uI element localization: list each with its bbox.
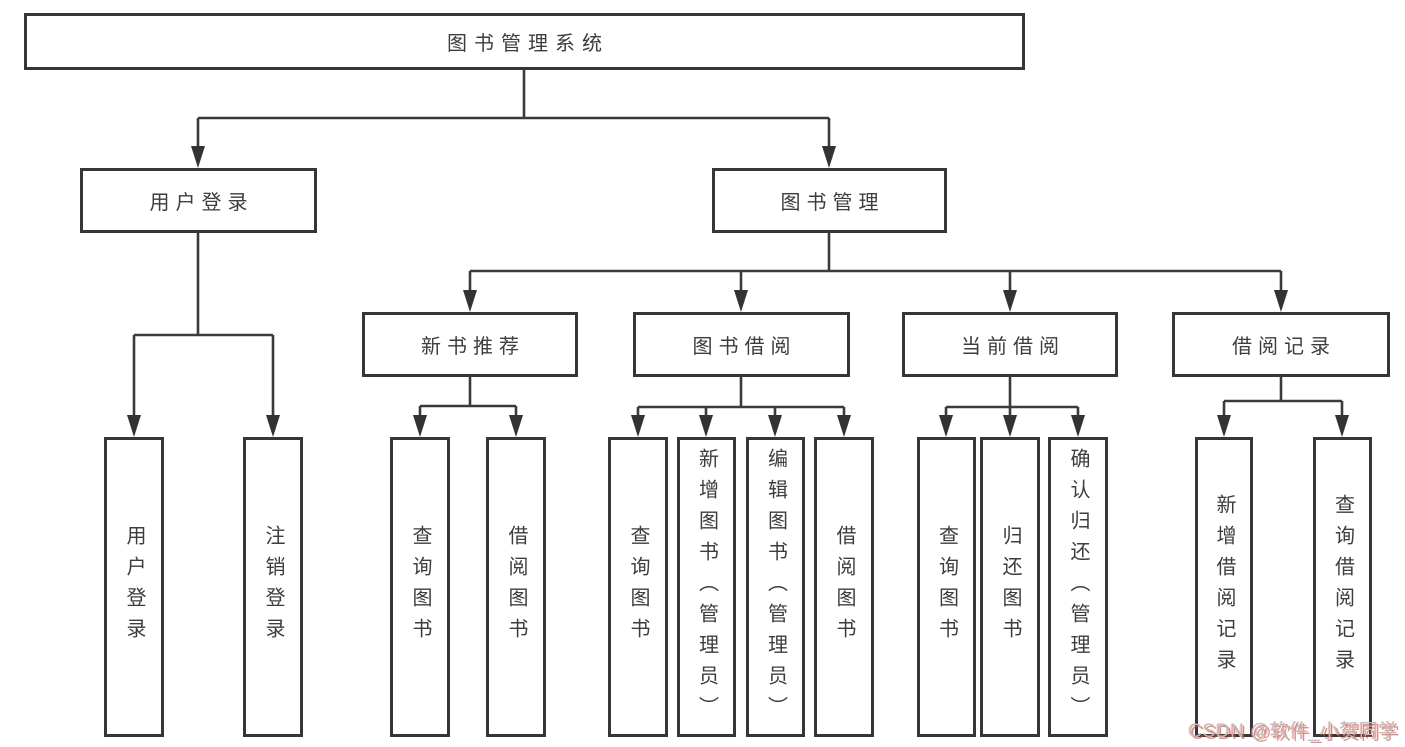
node-label: 用户登录 (123, 525, 145, 649)
node-label: 图书借阅 (692, 336, 797, 358)
node-label: 借阅图书 (833, 525, 855, 649)
node-book-borrowing: 图书借阅 (633, 312, 850, 377)
node-new-book-recommend: 新书推荐 (362, 312, 578, 377)
node-leaf-borrow-books-new: 借阅图书 (486, 437, 546, 737)
node-label: 查询图书 (409, 525, 431, 649)
node-leaf-add-borrow-record: 新增借阅记录 (1195, 437, 1253, 737)
node-label: 确认归还（管理员） (1067, 447, 1089, 727)
node-leaf-borrow-books: 借阅图书 (814, 437, 874, 737)
node-user-login-branch: 用户登录 (80, 168, 317, 233)
node-book-management-branch: 图书管理 (712, 168, 947, 233)
node-label: 图书管理系统 (447, 33, 609, 55)
node-label: 当前借阅 (961, 336, 1065, 358)
node-leaf-user-login: 用户登录 (104, 437, 164, 737)
node-leaf-confirm-return-admin: 确认归还（管理员） (1048, 437, 1108, 737)
node-label: 新增借阅记录 (1213, 494, 1235, 680)
node-label: 借阅图书 (505, 525, 527, 649)
node-label: 新增图书（管理员） (695, 447, 718, 727)
node-leaf-query-borrow-record: 查询借阅记录 (1313, 437, 1372, 737)
node-leaf-edit-books-admin: 编辑图书（管理员） (746, 437, 805, 737)
node-leaf-add-books-admin: 新增图书（管理员） (677, 437, 736, 737)
node-label: 新书推荐 (421, 336, 525, 358)
node-leaf-query-books-borrow: 查询图书 (608, 437, 668, 737)
csdn-watermark: CSDN @软件_小贺同学 (1188, 721, 1398, 742)
node-borrow-records: 借阅记录 (1172, 312, 1390, 377)
node-label: 图书管理 (780, 192, 885, 214)
node-label: 查询借阅记录 (1331, 494, 1354, 680)
node-label: 借阅记录 (1232, 336, 1336, 358)
node-label: 查询图书 (627, 525, 649, 649)
node-label: 用户登录 (149, 192, 254, 214)
node-leaf-query-books-new: 查询图书 (390, 437, 450, 737)
node-label: 注销登录 (262, 525, 284, 649)
node-root-system: 图书管理系统 (24, 13, 1025, 70)
node-label: 查询图书 (935, 525, 958, 649)
node-leaf-query-books-current: 查询图书 (917, 437, 976, 737)
node-label: 归还图书 (999, 525, 1021, 649)
node-label: 编辑图书（管理员） (764, 447, 787, 727)
arrowheads (127, 146, 1349, 437)
node-leaf-logout: 注销登录 (243, 437, 303, 737)
node-current-borrowing: 当前借阅 (902, 312, 1118, 377)
node-leaf-return-books: 归还图书 (980, 437, 1040, 737)
